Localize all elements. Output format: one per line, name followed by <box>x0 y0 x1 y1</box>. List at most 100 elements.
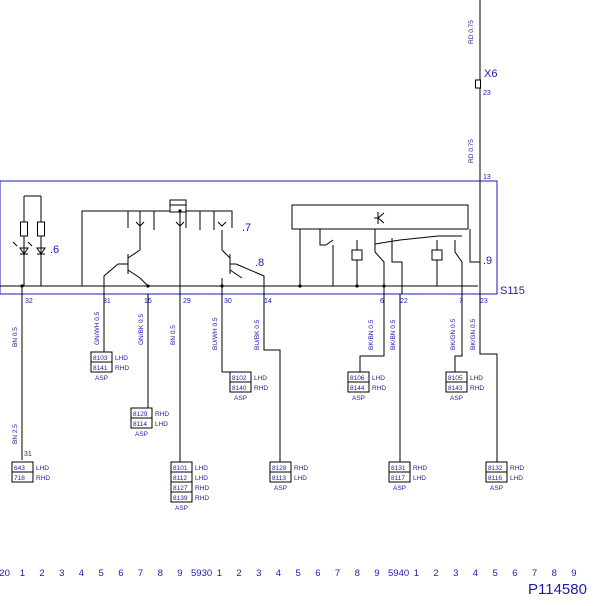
grid-number: 4 <box>473 568 478 579</box>
grid-number: 6 <box>315 568 320 579</box>
ref-cell <box>11 471 34 483</box>
ref-number: 8112 <box>173 475 187 482</box>
wire-label-bkbn: BK/BN 0.5 <box>368 319 375 350</box>
ref-asp: ASP <box>95 375 108 382</box>
grid-number: 5 <box>99 568 104 579</box>
ref-number: 8113 <box>272 475 286 482</box>
ref-asp: ASP <box>450 395 463 402</box>
ref-asp: ASP <box>135 431 148 438</box>
wire-label-bn05b: BN 0.5 <box>170 325 177 345</box>
ref-number: 8116 <box>488 475 502 482</box>
grid-number: 2 <box>236 568 241 579</box>
grid-number: 6 <box>118 568 123 579</box>
ref-drive: LHD <box>195 465 208 472</box>
ref-drive: LHD <box>413 475 426 482</box>
transistor-network: .7 .8 <box>81 199 265 294</box>
grid-number: 9 <box>374 568 379 579</box>
module-s115: 13 S115 .6 <box>0 174 525 297</box>
wire-label-top: RD 0.75 <box>468 20 475 44</box>
ref-number: 718 <box>14 475 25 482</box>
ref-drive: RHD <box>195 495 209 502</box>
ref-drive: LHD <box>372 375 385 382</box>
ref-drive: RHD <box>115 365 129 372</box>
pin-31: 31 <box>103 298 111 305</box>
led-pair: .6 <box>12 195 59 286</box>
ref-cell <box>388 471 411 483</box>
ref-number: 8103 <box>93 355 108 362</box>
sub-label-7: .7 <box>242 222 251 234</box>
drawing-id: P114580 <box>528 581 587 598</box>
grid-number: 7 <box>335 568 340 579</box>
ref-cell <box>90 361 113 373</box>
ref-box-r1: 643 LHD 718 RHD <box>11 461 50 483</box>
ref-drive: RHD <box>36 475 50 482</box>
grid-number: 7 <box>138 568 143 579</box>
grid-number: 9 <box>177 568 182 579</box>
grid-number: 9 <box>571 568 576 579</box>
pin-32: 32 <box>25 298 33 305</box>
grid-number: 4 <box>79 568 84 579</box>
pin-30: 30 <box>224 298 232 305</box>
grid-number: 8 <box>552 568 557 579</box>
ref-cell <box>445 381 468 393</box>
connector-x6-symbol <box>475 79 481 89</box>
wire-label-bkgn: BK/GN 0.5 <box>450 319 457 350</box>
wire-label-gnbk: GN/BK 0.5 <box>138 314 145 345</box>
ref-drive: RHD <box>195 485 209 492</box>
wire-label-bkbn2: BK/BN 0.5 <box>390 319 397 350</box>
connector-x6-label: X6 <box>484 68 497 80</box>
grid-number: 7 <box>532 568 537 579</box>
grid-number: 3 <box>453 568 458 579</box>
pin-6: 6 <box>380 298 384 305</box>
pin-22: 22 <box>400 298 408 305</box>
grid-number: 1 <box>217 568 222 579</box>
ref-drive: LHD <box>470 375 483 382</box>
ref-number: 643 <box>14 465 25 472</box>
ref-number: 8128 <box>272 465 287 472</box>
pin-labels: 32 31 15 29 30 14 6 22 7 23 <box>25 298 488 305</box>
grid-number: 8 <box>158 568 163 579</box>
ref-number: 8141 <box>93 365 108 372</box>
ref-cell <box>269 471 292 483</box>
ref-number: 8132 <box>488 465 503 472</box>
sub-label-6: .6 <box>50 244 59 256</box>
ref-number: 8114 <box>133 421 147 428</box>
ref-drive: LHD <box>36 465 49 472</box>
ref-asp: ASP <box>274 485 287 492</box>
pin-7: 7 <box>459 298 463 305</box>
ref-number: 8102 <box>232 375 247 382</box>
grid-number: 5930 <box>191 568 212 579</box>
grid-number: 2 <box>39 568 44 579</box>
ref-number: 8139 <box>173 495 188 502</box>
ref-drive: LHD <box>510 475 523 482</box>
relay-block: .9 <box>291 181 492 294</box>
ref-number: 8106 <box>350 375 365 382</box>
wire-label-bkgn2: BK/GN 0.5 <box>470 319 477 350</box>
ref-cell <box>485 471 508 483</box>
grid-number: 3 <box>256 568 261 579</box>
sub-label-8: .8 <box>255 257 264 269</box>
ref-number: 8143 <box>448 385 463 392</box>
grid-number: 3 <box>59 568 64 579</box>
ref-drive: LHD <box>115 355 128 362</box>
grid-number: 5 <box>493 568 498 579</box>
ref-box-r2: 8103 LHD 8141 RHD ASP <box>90 351 129 382</box>
ref-asp: ASP <box>234 395 247 402</box>
connector-x6-pin: 23 <box>483 90 491 97</box>
pin-23: 23 <box>480 298 488 305</box>
ground-pin-label: 31 <box>24 451 32 458</box>
grid-number: 4 <box>276 568 281 579</box>
grid-number: 1 <box>414 568 419 579</box>
ref-number: 8105 <box>448 375 463 382</box>
ref-asp: ASP <box>175 505 188 512</box>
supply-wire: X6 23 RD 0.75 RD 0.75 <box>468 0 497 181</box>
grid-number: 8 <box>355 568 360 579</box>
ref-drive: LHD <box>155 421 168 428</box>
